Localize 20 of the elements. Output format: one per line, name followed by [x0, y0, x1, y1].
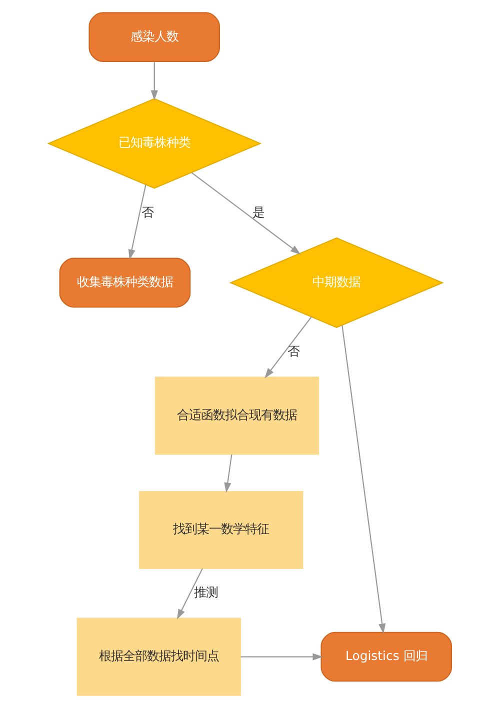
node-diamond: 已知毒株种类	[47, 98, 262, 189]
arrow	[342, 325, 386, 634]
arrow	[177, 568, 203, 620]
node-diamond: 中期数据	[229, 237, 444, 328]
edge-label: 否	[142, 204, 154, 220]
node-box: 合适函数拟合现有数据	[154, 376, 320, 455]
arrow	[240, 653, 323, 660]
arrow	[191, 172, 301, 255]
node-box: 找到某一数学特征	[139, 490, 304, 570]
edge-label: 否	[288, 343, 300, 358]
arrow	[224, 454, 232, 493]
edge-label: 推测	[194, 584, 218, 600]
arrow	[150, 62, 158, 100]
node-box: 根据全部数据找时间点	[76, 618, 241, 696]
node-box: Logistics 回归	[320, 632, 452, 682]
arrow	[128, 184, 146, 260]
node-box: 感染人数	[88, 12, 220, 62]
arrow	[264, 316, 312, 378]
node-box: 收集毒株种类数据	[59, 258, 191, 308]
edge-label: 是	[252, 204, 264, 220]
